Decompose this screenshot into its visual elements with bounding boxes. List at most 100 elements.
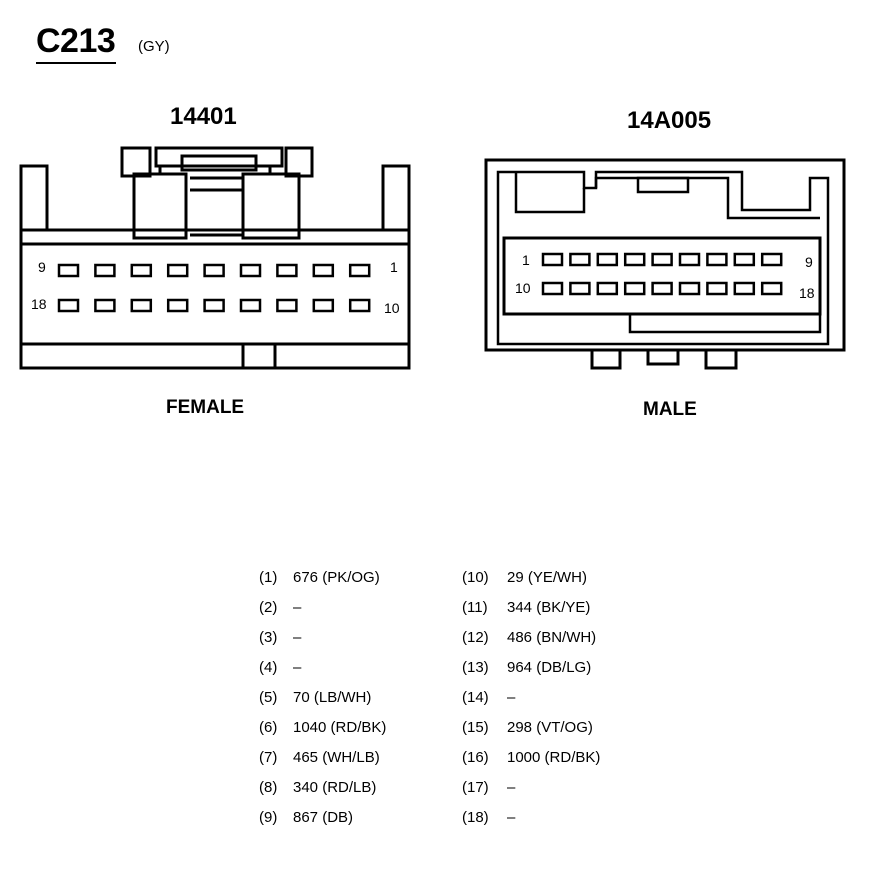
- pin-number: (17): [462, 779, 489, 796]
- pin-cavity: [239, 263, 262, 278]
- pin-number: (4): [259, 659, 278, 676]
- pin-wire: 1040 (RD/BK): [293, 719, 387, 736]
- connector-id: C213: [36, 22, 116, 60]
- pin-row: (11)344 (BK/YE): [462, 599, 590, 619]
- pin-cavity: [651, 281, 673, 296]
- male-pin-label-10: 10: [515, 280, 531, 296]
- pin-cavity: [623, 252, 646, 267]
- pin-cavity: [651, 252, 673, 267]
- male-pin-label-18: 18: [799, 285, 815, 301]
- pin-row: (14) –: [462, 689, 515, 709]
- pin-row: (9) 867 (DB): [259, 809, 353, 829]
- pin-cavity: [276, 298, 298, 313]
- pin-number: (6): [259, 719, 278, 736]
- pin-wire: –: [293, 659, 302, 676]
- pin-wire: –: [507, 779, 516, 796]
- pin-cavity: [312, 263, 335, 278]
- female-pin-label-10: 10: [384, 300, 400, 316]
- pin-wire: 964 (DB/LG): [507, 659, 592, 676]
- pin-cavity: [239, 298, 262, 313]
- pin-cavity: [203, 298, 225, 313]
- pin-number: (9): [259, 809, 278, 826]
- pin-wire: 298 (VT/OG): [507, 719, 593, 736]
- pin-wire: 486 (BN/WH): [507, 629, 597, 646]
- pin-cavity: [130, 263, 153, 278]
- pin-cavity: [733, 281, 756, 296]
- female-pin-label-18: 18: [31, 296, 47, 312]
- pin-wire: 29 (YE/WH): [507, 569, 588, 586]
- pin-cavity: [166, 298, 189, 313]
- pin-number: (16): [462, 749, 489, 766]
- pin-wire: –: [507, 689, 516, 706]
- pin-row: (2)–: [259, 599, 301, 619]
- pin-cavity: [678, 281, 701, 296]
- pin-wire: –: [507, 809, 516, 826]
- pin-cavity: [166, 263, 189, 278]
- pin-cavity: [203, 263, 225, 278]
- pin-cavity: [706, 252, 728, 267]
- male-pin-label-9: 9: [805, 254, 813, 270]
- pin-wire: 465 (WH/LB): [293, 749, 380, 766]
- pin-cavity: [94, 263, 116, 278]
- pin-number: (18): [462, 809, 489, 826]
- pin-cavity: [596, 252, 619, 267]
- pin-row: (6) 1040 (RD/BK): [259, 719, 386, 739]
- pin-row: (13)964 (DB/LG): [462, 659, 591, 679]
- pin-number: (7): [259, 749, 278, 766]
- pin-cavity: [706, 281, 728, 296]
- pin-row: (8)340 (RD/LB): [259, 779, 376, 799]
- pin-row: (15) 298 (VT/OG): [462, 719, 593, 739]
- pin-row: (12)486 (BN/WH): [462, 629, 596, 649]
- pin-cavity: [130, 298, 153, 313]
- pin-row: (1) 676 (PK/OG): [259, 569, 380, 589]
- pin-row: (4)–: [259, 659, 301, 679]
- pin-cavity: [623, 281, 646, 296]
- pin-row: (18) –: [462, 809, 515, 829]
- pin-number: (3): [259, 629, 278, 646]
- pin-row: (16) 1000 (RD/BK): [462, 749, 600, 769]
- pin-wire: –: [293, 599, 302, 616]
- male-top-pin-row: [541, 252, 783, 267]
- pin-wire: 867 (DB): [293, 809, 354, 826]
- male-label: MALE: [643, 399, 697, 420]
- pin-cavity: [57, 298, 80, 313]
- connector-color: (GY): [138, 38, 170, 55]
- pin-cavity: [541, 252, 564, 267]
- female-label: FEMALE: [166, 397, 245, 418]
- title-underline: [36, 62, 116, 64]
- pin-cavity: [348, 263, 371, 278]
- pin-number: (14): [462, 689, 489, 706]
- pin-cavity: [312, 298, 335, 313]
- pin-row: (3)–: [259, 629, 301, 649]
- pin-wire: 70 (LB/WH): [293, 689, 372, 706]
- pin-cavity: [541, 281, 564, 296]
- pin-number: (8): [259, 779, 278, 796]
- male-bottom-pin-row: [541, 281, 783, 296]
- pin-cavity: [596, 281, 619, 296]
- pin-wire: 676 (PK/OG): [293, 569, 380, 586]
- pin-number: (10): [462, 569, 489, 586]
- pin-row: (17) –: [462, 779, 515, 799]
- female-top-pin-row: [57, 263, 371, 278]
- pin-cavity: [348, 298, 371, 313]
- pin-cavity: [57, 263, 80, 278]
- female-pin-label-1: 1: [390, 259, 398, 275]
- pin-number: (2): [259, 599, 278, 616]
- pin-row: (5)70 (LB/WH): [259, 689, 371, 709]
- pin-number: (15): [462, 719, 489, 736]
- pin-wire: –: [293, 629, 302, 646]
- pin-cavity: [678, 252, 701, 267]
- pin-cavity: [733, 252, 756, 267]
- male-connector-face: [484, 158, 846, 370]
- pin-wire: 1000 (RD/BK): [507, 749, 601, 766]
- female-pin-label-9: 9: [38, 259, 46, 275]
- pin-number: (1): [259, 569, 278, 586]
- pin-cavity: [760, 252, 783, 267]
- pin-cavity: [569, 252, 591, 267]
- pin-number: (11): [462, 599, 488, 616]
- female-bottom-pin-row: [57, 298, 371, 313]
- pin-cavity: [94, 298, 116, 313]
- pin-cavity: [569, 281, 591, 296]
- female-part-number: 14401: [170, 103, 237, 130]
